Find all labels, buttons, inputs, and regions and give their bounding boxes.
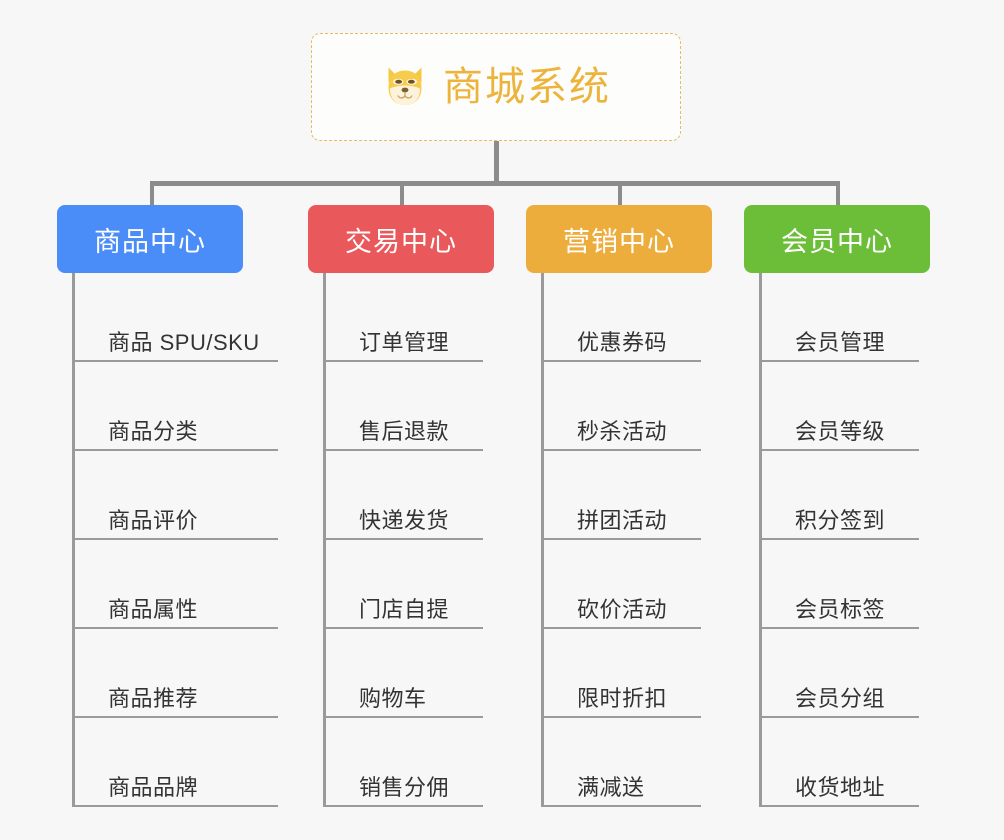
leaf-label: 积分签到: [795, 507, 886, 533]
leaf-label: 商品品牌: [108, 774, 199, 800]
leaf-column-4: 会员管理 会员等级 积分签到 会员标签 会员分组 收货地址: [759, 273, 919, 807]
list-item[interactable]: 满减送: [541, 718, 701, 807]
leaf-label: 会员分组: [795, 685, 886, 711]
connector-drop-1: [150, 181, 154, 207]
leaf-label: 秒杀活动: [577, 418, 668, 444]
leaf-label: 会员标签: [795, 596, 886, 622]
column-spine-3: [541, 273, 544, 807]
column-spine-2: [323, 273, 326, 807]
list-item[interactable]: 商品分类: [72, 362, 278, 451]
list-item[interactable]: 会员分组: [759, 629, 919, 718]
list-item[interactable]: 限时折扣: [541, 629, 701, 718]
category-header-2-label: 交易中心: [345, 226, 457, 257]
connector-horizontal-bus: [150, 181, 840, 186]
list-item[interactable]: 商品属性: [72, 540, 278, 629]
leaf-label: 商品分类: [108, 418, 199, 444]
leaf-label: 限时折扣: [577, 685, 668, 711]
list-item[interactable]: 购物车: [323, 629, 483, 718]
connector-drop-3: [618, 181, 622, 207]
leaf-column-1: 商品 SPU/SKU 商品分类 商品评价 商品属性 商品推荐 商品品牌: [72, 273, 278, 807]
leaf-label: 销售分佣: [359, 774, 450, 800]
leaf-label: 售后退款: [359, 418, 450, 444]
root-node[interactable]: 商城系统: [311, 33, 681, 141]
leaf-label: 砍价活动: [577, 596, 668, 622]
list-item[interactable]: 砍价活动: [541, 540, 701, 629]
leaf-label: 满减送: [577, 774, 645, 800]
leaf-label: 订单管理: [359, 329, 450, 355]
list-item[interactable]: 秒杀活动: [541, 362, 701, 451]
category-header-1-label: 商品中心: [94, 226, 206, 257]
category-header-2[interactable]: 交易中心: [308, 205, 494, 273]
category-header-3[interactable]: 营销中心: [526, 205, 712, 273]
category-header-3-label: 营销中心: [563, 226, 675, 257]
leaf-label: 商品推荐: [108, 685, 199, 711]
leaf-label: 拼团活动: [577, 507, 668, 533]
leaf-label: 购物车: [359, 685, 427, 711]
list-item[interactable]: 商品推荐: [72, 629, 278, 718]
list-item[interactable]: 门店自提: [323, 540, 483, 629]
column-spine-4: [759, 273, 762, 807]
category-header-4-label: 会员中心: [781, 226, 893, 257]
list-item[interactable]: 售后退款: [323, 362, 483, 451]
shiba-dog-icon: [388, 67, 422, 105]
leaf-column-2: 订单管理 售后退款 快递发货 门店自提 购物车 销售分佣: [323, 273, 483, 807]
leaf-label: 优惠券码: [577, 329, 668, 355]
leaf-label: 商品 SPU/SKU: [108, 329, 260, 355]
list-item[interactable]: 快递发货: [323, 451, 483, 540]
leaf-label: 快递发货: [359, 507, 450, 533]
leaf-label: 会员等级: [795, 418, 886, 444]
leaf-label: 会员管理: [795, 329, 886, 355]
leaf-label: 收货地址: [795, 774, 886, 800]
connector-drop-2: [400, 181, 404, 207]
list-item[interactable]: 商品评价: [72, 451, 278, 540]
leaf-label: 门店自提: [359, 596, 450, 622]
leaf-label: 商品属性: [108, 596, 199, 622]
root-title: 商城系统: [443, 65, 611, 109]
list-item[interactable]: 销售分佣: [323, 718, 483, 807]
list-item[interactable]: 积分签到: [759, 451, 919, 540]
list-item[interactable]: 商品品牌: [72, 718, 278, 807]
category-header-4[interactable]: 会员中心: [744, 205, 930, 273]
column-spine-1: [72, 273, 75, 807]
list-item[interactable]: 收货地址: [759, 718, 919, 807]
connector-root-stem: [494, 141, 499, 185]
list-item[interactable]: 订单管理: [323, 273, 483, 362]
list-item[interactable]: 商品 SPU/SKU: [72, 273, 278, 362]
list-item[interactable]: 会员管理: [759, 273, 919, 362]
list-item[interactable]: 会员等级: [759, 362, 919, 451]
list-item[interactable]: 拼团活动: [541, 451, 701, 540]
category-header-1[interactable]: 商品中心: [57, 205, 243, 273]
connector-drop-4: [836, 181, 840, 207]
leaf-column-3: 优惠券码 秒杀活动 拼团活动 砍价活动 限时折扣 满减送: [541, 273, 701, 807]
list-item[interactable]: 优惠券码: [541, 273, 701, 362]
list-item[interactable]: 会员标签: [759, 540, 919, 629]
leaf-label: 商品评价: [108, 507, 199, 533]
